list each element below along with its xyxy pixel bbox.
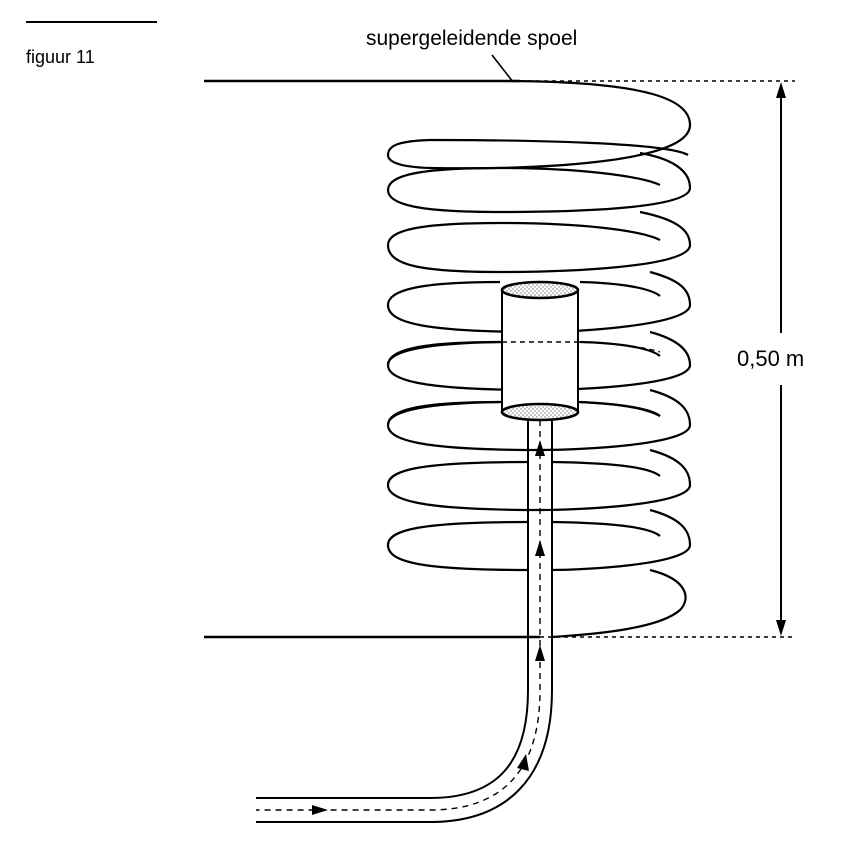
- flow-arrow: [517, 754, 529, 771]
- cylinder-top-face: [500, 280, 580, 300]
- height-dimension-arrow: [776, 82, 786, 636]
- coil-label: supergeleidende spoel: [366, 27, 577, 50]
- flow-arrow: [535, 645, 545, 661]
- hidden-winding-dashed: [577, 341, 661, 353]
- flow-arrow: [312, 805, 328, 815]
- height-label: 0,50 m: [737, 346, 804, 371]
- coil-label-leader: [491, 54, 514, 83]
- flow-arrow: [535, 440, 545, 456]
- figure-label: figuur 11: [26, 47, 95, 67]
- superconductor-cylinder: [386, 280, 661, 426]
- flow-arrow: [535, 540, 545, 556]
- cylinder-bottom-face: [500, 402, 580, 422]
- supply-pipe: [256, 420, 553, 823]
- flow-arrows: [312, 440, 545, 815]
